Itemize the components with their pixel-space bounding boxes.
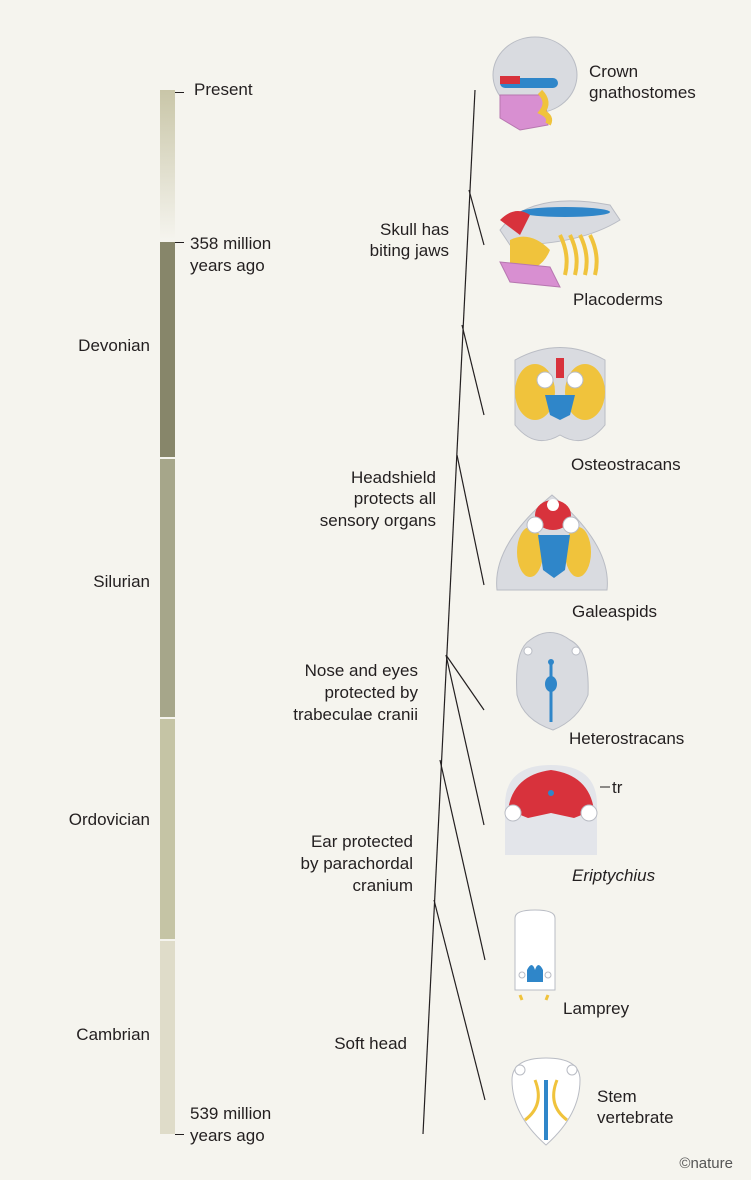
timeline-devonian-bar (160, 242, 175, 457)
lamprey-head-icon (514, 909, 556, 1001)
timeline-silurian-bar (160, 459, 175, 717)
taxon-lamprey: Lamprey (563, 999, 630, 1018)
heterostracan-headshield-icon (516, 632, 589, 731)
taxon-stem-line2: vertebrate (597, 1108, 674, 1127)
present-label: Present (194, 80, 253, 99)
branch-heterostracans (445, 654, 485, 711)
crown-gnathostome-skull-icon (492, 36, 578, 131)
cambrian-start-line1: 539 million (190, 1104, 272, 1123)
timeline-cambrian-bar (160, 941, 175, 1134)
timeline-recent-bar (160, 90, 175, 240)
node-parachordal-line1: Ear protected (310, 832, 413, 851)
placoderm-skull-icon (499, 200, 621, 288)
devonian-start-line1: 358 million (190, 234, 272, 253)
node-trabeculae-line2: protected by (324, 683, 418, 702)
period-cambrian: Cambrian (76, 1025, 150, 1044)
taxon-galeaspids: Galeaspids (572, 602, 658, 621)
period-silurian: Silurian (93, 572, 150, 591)
period-devonian: Devonian (78, 336, 150, 355)
stem-vertebrate-head-icon (511, 1057, 581, 1146)
branch-osteostracans (461, 324, 485, 416)
taxon-osteostracans: Osteostracans (571, 455, 681, 474)
timeline-ordovician-bar (160, 719, 175, 939)
branch-galeaspids (456, 454, 485, 586)
node-parachordal-line3: cranium (352, 876, 413, 895)
cambrian-tick (175, 1134, 184, 1135)
nature-credit: ©nature (679, 1155, 733, 1172)
node-headshield-line3: sensory organs (319, 511, 436, 530)
cambrian-start-line2: years ago (190, 1126, 265, 1145)
branch-lamprey (439, 759, 486, 961)
eriptychius-head-icon (504, 765, 610, 855)
branch-placoderms (468, 189, 485, 246)
osteostracan-headshield-icon (514, 347, 606, 442)
node-jaws-line2: biting jaws (369, 241, 449, 260)
node-headshield-line1: Headshield (350, 468, 436, 487)
node-parachordal-line2: by parachordal (300, 854, 413, 873)
taxon-crown-line1: Crown (589, 62, 639, 81)
branch-stem-vertebrate (433, 899, 486, 1101)
taxon-stem-line1: Stem (597, 1087, 637, 1106)
galeaspid-headshield-icon (496, 494, 608, 591)
present-tick (175, 92, 184, 93)
node-headshield-line2: protects all (353, 489, 436, 508)
taxon-eriptychius: Eriptychius (572, 866, 656, 885)
taxon-heterostracans: Heterostracans (569, 729, 685, 748)
node-jaws-line1: Skull has (380, 220, 449, 239)
taxon-placoderms: Placoderms (573, 290, 663, 309)
branch-eriptychius (445, 654, 485, 826)
tree-branches (422, 89, 486, 1135)
devonian-start-line2: years ago (190, 256, 265, 275)
period-ordovician: Ordovician (68, 810, 150, 829)
node-trabeculae-line3: trabeculae cranii (293, 705, 418, 724)
node-trabeculae-line1: Nose and eyes (304, 661, 418, 680)
tr-label: tr (612, 778, 623, 797)
node-soft-head: Soft head (334, 1034, 407, 1053)
taxon-crown-line2: gnathostomes (589, 83, 696, 102)
main-stem-line (422, 89, 476, 1135)
devonian-tick (175, 242, 184, 243)
